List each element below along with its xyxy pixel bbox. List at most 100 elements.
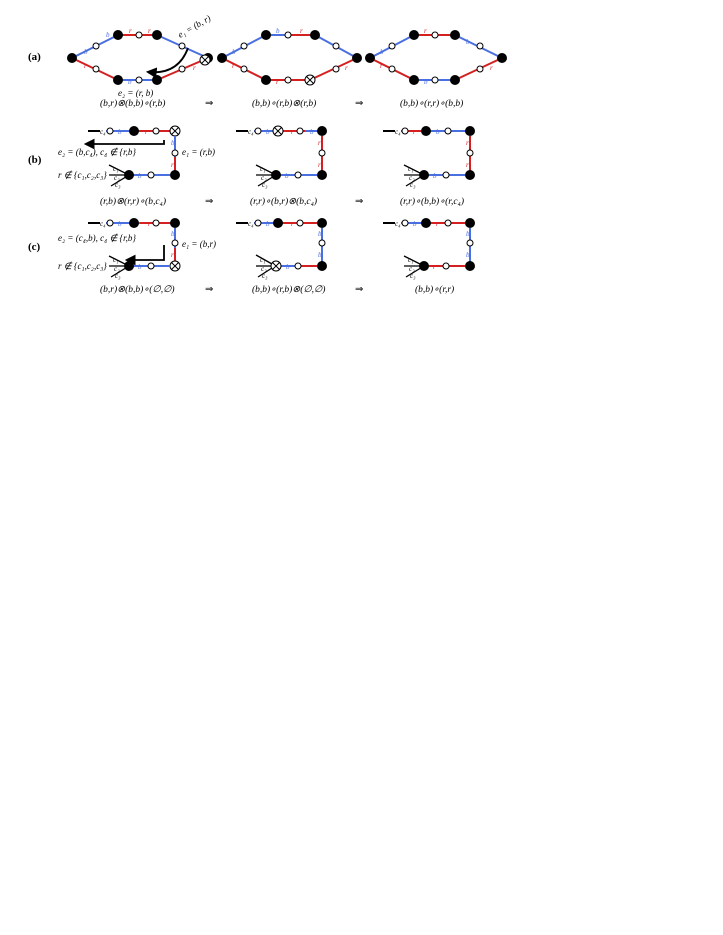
svg-text:b: b bbox=[138, 263, 142, 271]
svg-text:b: b bbox=[433, 172, 437, 180]
svg-text:c₃: c₃ bbox=[262, 181, 268, 189]
svg-text:r: r bbox=[148, 27, 151, 35]
annotation-e2: e₂ = (b,c₄), c₄ ∉ {r,b} bbox=[58, 147, 136, 157]
tensor-node bbox=[270, 260, 282, 272]
svg-text:r: r bbox=[318, 161, 321, 169]
panel-label-a: (a) bbox=[28, 51, 41, 63]
svg-text:b: b bbox=[84, 48, 88, 56]
svg-text:r: r bbox=[291, 220, 294, 228]
svg-text:r: r bbox=[318, 139, 321, 147]
svg-text:c₃: c₃ bbox=[115, 181, 121, 189]
svg-text:r: r bbox=[232, 62, 235, 70]
svg-text:b: b bbox=[413, 220, 417, 228]
implies-arrow: ⇒ bbox=[205, 98, 213, 109]
annotation-e2: e₂ = (r, b) bbox=[118, 88, 153, 98]
svg-text:c₃: c₃ bbox=[115, 272, 121, 280]
svg-text:b: b bbox=[266, 128, 270, 136]
svg-text:r: r bbox=[129, 27, 132, 35]
svg-text:b: b bbox=[118, 220, 122, 228]
svg-text:b: b bbox=[380, 48, 384, 56]
svg-text:c₂: c₂ bbox=[261, 265, 267, 273]
annotation-e1: e₁ = (b,r) bbox=[182, 239, 216, 249]
svg-text:r: r bbox=[145, 128, 148, 136]
svg-text:r: r bbox=[291, 128, 294, 136]
equation-b2: (r,r)∘(b,r)⊗(b,c₄) bbox=[250, 196, 317, 207]
annotation-r-constraint: r ∉ {c₁,c₂,c₃} bbox=[58, 261, 107, 271]
svg-text:b: b bbox=[466, 230, 470, 238]
graph-b2: c₄ c₁ c₂ c₃ b r b r r b bbox=[236, 125, 327, 189]
svg-text:c₂: c₂ bbox=[114, 174, 120, 182]
graph-a1: b b r r r b r e₁ = (b, r) e₂ = (r, b) bbox=[67, 13, 213, 98]
svg-text:b: b bbox=[171, 230, 175, 238]
graph-b3: c₄ c₁ c₂ c₃ r b r r b bbox=[383, 126, 475, 189]
svg-text:b: b bbox=[118, 128, 122, 136]
graph-c2: c₄ c₁ c₂ c₃ b r b b b bbox=[236, 218, 327, 280]
svg-text:c₁: c₁ bbox=[260, 165, 266, 173]
graph-c3: c₄ c₁ c₂ c₃ b r b b r bbox=[383, 218, 475, 280]
svg-text:c₃: c₃ bbox=[410, 272, 416, 280]
svg-text:r: r bbox=[171, 161, 174, 169]
equation-c3: (b,b)∘(r,r) bbox=[415, 284, 454, 295]
svg-text:r: r bbox=[424, 27, 427, 35]
svg-text:b: b bbox=[424, 78, 428, 86]
svg-text:b: b bbox=[436, 128, 440, 136]
svg-text:r: r bbox=[300, 27, 303, 35]
graph-b1: c₄ c₁ c₂ c₃ b r b r b e₂ = (b,c₄), c₄ ∉ … bbox=[58, 125, 215, 189]
svg-text:b: b bbox=[106, 31, 110, 39]
svg-text:b: b bbox=[266, 220, 270, 228]
svg-text:r: r bbox=[171, 251, 174, 259]
svg-text:r: r bbox=[345, 64, 348, 72]
svg-text:b: b bbox=[318, 230, 322, 238]
svg-text:c₁: c₁ bbox=[113, 165, 119, 173]
svg-text:c₄: c₄ bbox=[100, 128, 106, 136]
implies-arrow: ⇒ bbox=[205, 196, 213, 207]
svg-text:r: r bbox=[380, 62, 383, 70]
annotation-e2: e₂ = (c₄,b), c₄ ∉ {r,b} bbox=[58, 233, 136, 243]
equation-a3: (b,b)∘(r,r)∘(b,b) bbox=[400, 98, 463, 109]
svg-text:c₂: c₂ bbox=[409, 265, 415, 273]
svg-text:b: b bbox=[318, 251, 322, 259]
tensor-node bbox=[199, 54, 211, 66]
annotation-r-constraint: r ∉ {c₁,c₂,c₃} bbox=[58, 170, 107, 180]
svg-text:c₃: c₃ bbox=[262, 272, 268, 280]
svg-text:c₁: c₁ bbox=[408, 165, 414, 173]
svg-text:c₂: c₂ bbox=[114, 265, 120, 273]
svg-text:r: r bbox=[490, 64, 493, 72]
svg-text:r: r bbox=[276, 78, 279, 86]
svg-text:b: b bbox=[171, 139, 175, 147]
svg-text:c₁: c₁ bbox=[260, 256, 266, 264]
panel-label-c: (c) bbox=[28, 241, 41, 253]
svg-text:r: r bbox=[466, 139, 469, 147]
graph-a3: b r b r b r bbox=[365, 27, 507, 86]
graph-a2: b b r r r r bbox=[217, 27, 362, 86]
svg-text:c₄: c₄ bbox=[248, 128, 254, 136]
svg-text:r: r bbox=[466, 161, 469, 169]
svg-text:c₂: c₂ bbox=[261, 174, 267, 182]
svg-text:c₄: c₄ bbox=[395, 220, 401, 228]
svg-text:r: r bbox=[413, 128, 416, 136]
svg-text:b: b bbox=[276, 27, 280, 35]
implies-arrow: ⇒ bbox=[355, 196, 363, 207]
svg-text:b: b bbox=[286, 263, 290, 271]
svg-text:r: r bbox=[436, 220, 439, 228]
tensor-node bbox=[169, 260, 181, 272]
graph-c1: c₄ c₁ c₂ c₃ b r b r b e₂ = (c₄,b), c₄ ∉ … bbox=[58, 218, 216, 280]
svg-text:r: r bbox=[193, 64, 196, 72]
svg-text:c₄: c₄ bbox=[395, 128, 401, 136]
equation-a2: (b,b)∘(r,b)⊗(r,b) bbox=[252, 98, 316, 109]
svg-text:b: b bbox=[128, 78, 132, 86]
svg-text:b: b bbox=[138, 172, 142, 180]
svg-text:b: b bbox=[310, 128, 314, 136]
equation-b1: (r,b)⊗(r,r)∘(b,c₄) bbox=[100, 196, 166, 207]
svg-text:c₂: c₂ bbox=[409, 174, 415, 182]
implies-arrow: ⇒ bbox=[355, 284, 363, 295]
tensor-node bbox=[169, 125, 181, 137]
equation-a1: (b,r)⊗(b,b)∘(r,b) bbox=[100, 98, 165, 109]
tensor-node bbox=[272, 125, 284, 137]
svg-text:b: b bbox=[466, 38, 470, 46]
equation-c2: (b,b)∘(r,b)⊗(∅,∅) bbox=[252, 284, 325, 295]
tensor-node bbox=[304, 74, 316, 86]
annotation-e1: e₁ = (r,b) bbox=[182, 147, 215, 157]
svg-text:r: r bbox=[148, 220, 151, 228]
svg-text:c₄: c₄ bbox=[100, 220, 106, 228]
